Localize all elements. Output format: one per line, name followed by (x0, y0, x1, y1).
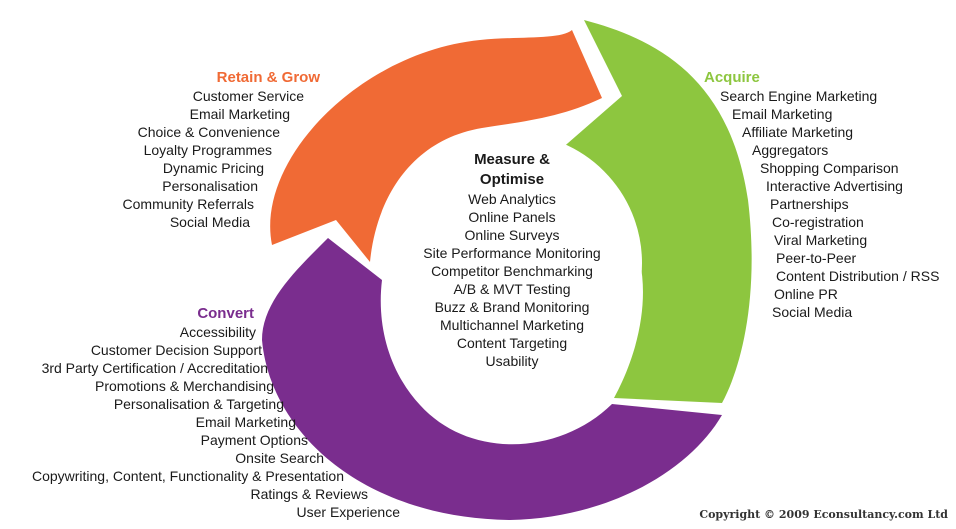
acquire-item: Peer-to-Peer (776, 250, 857, 266)
convert-item: Promotions & Merchandising (95, 378, 274, 394)
convert-item: 3rd Party Certification / Accreditation (41, 360, 268, 376)
center-measure-optimise: Measure & Optimise Web Analytics Online … (392, 150, 632, 370)
retain-item: Personalisation (162, 178, 258, 194)
acquire-item: Aggregators (752, 142, 829, 158)
convert-list: Convert Accessibility Customer Decision … (0, 304, 420, 521)
center-circle (382, 133, 642, 393)
center-item: Competitor Benchmarking (431, 263, 593, 279)
copyright-notice: Copyright © 2009 Econsultancy.com Ltd (699, 508, 948, 521)
retain-item: Email Marketing (189, 106, 290, 122)
acquire-segment (560, 20, 752, 403)
acquire-item: Co-registration (772, 214, 864, 230)
convert-segment (262, 238, 722, 520)
center-item: Content Targeting (456, 335, 568, 351)
center-item: Site Performance Monitoring (423, 245, 601, 261)
center-item: Web Analytics (468, 191, 556, 207)
retain-item: Loyalty Programmes (143, 142, 272, 158)
retain-item: Choice & Convenience (137, 124, 280, 140)
center-item: Usability (485, 353, 539, 369)
center-title-line2: Optimise (479, 171, 545, 188)
convert-item: Copywriting, Content, Functionality & Pr… (31, 468, 344, 484)
convert-title: Convert (197, 305, 254, 322)
acquire-list: Acquire Search Engine Marketing Email Ma… (700, 68, 956, 321)
center-item: Online Surveys (464, 227, 560, 243)
convert-item: Customer Decision Support (90, 342, 262, 358)
acquire-item: Affiliate Marketing (742, 124, 854, 140)
acquire-item: Email Marketing (732, 106, 833, 122)
convert-item: Personalisation & Targeting (113, 396, 284, 412)
center-item: Online Panels (468, 209, 556, 225)
center-item: A/B & MVT Testing (453, 281, 571, 297)
center-item: Multichannel Marketing (440, 317, 584, 333)
acquire-item: Search Engine Marketing (720, 88, 878, 104)
acquire-item: Shopping Comparison (760, 160, 899, 176)
retain-segment (270, 30, 602, 262)
retain-item: Social Media (169, 214, 250, 230)
center-item: Buzz & Brand Monitoring (434, 299, 590, 315)
convert-item: Email Marketing (195, 414, 296, 430)
convert-item: Accessibility (179, 324, 256, 340)
acquire-item: Viral Marketing (774, 232, 868, 248)
acquire-item: Interactive Advertising (766, 178, 903, 194)
acquire-title: Acquire (704, 69, 760, 86)
convert-item: User Experience (296, 504, 401, 520)
convert-item: Payment Options (200, 432, 308, 448)
retain-grow-title: Retain & Grow (216, 69, 320, 86)
convert-item: Onsite Search (235, 450, 324, 466)
acquire-item: Partnerships (770, 196, 849, 212)
center-title-line1: Measure & (474, 151, 550, 168)
retain-item: Dynamic Pricing (162, 160, 264, 176)
retain-item: Community Referrals (122, 196, 254, 212)
acquire-item: Online PR (774, 286, 838, 302)
convert-item: Ratings & Reviews (250, 486, 369, 502)
acquire-item: Social Media (772, 304, 853, 320)
acquire-item: Content Distribution / RSS (776, 268, 940, 284)
retain-grow-list: Retain & Grow Customer Service Email Mar… (60, 68, 320, 231)
retain-item: Customer Service (192, 88, 304, 104)
